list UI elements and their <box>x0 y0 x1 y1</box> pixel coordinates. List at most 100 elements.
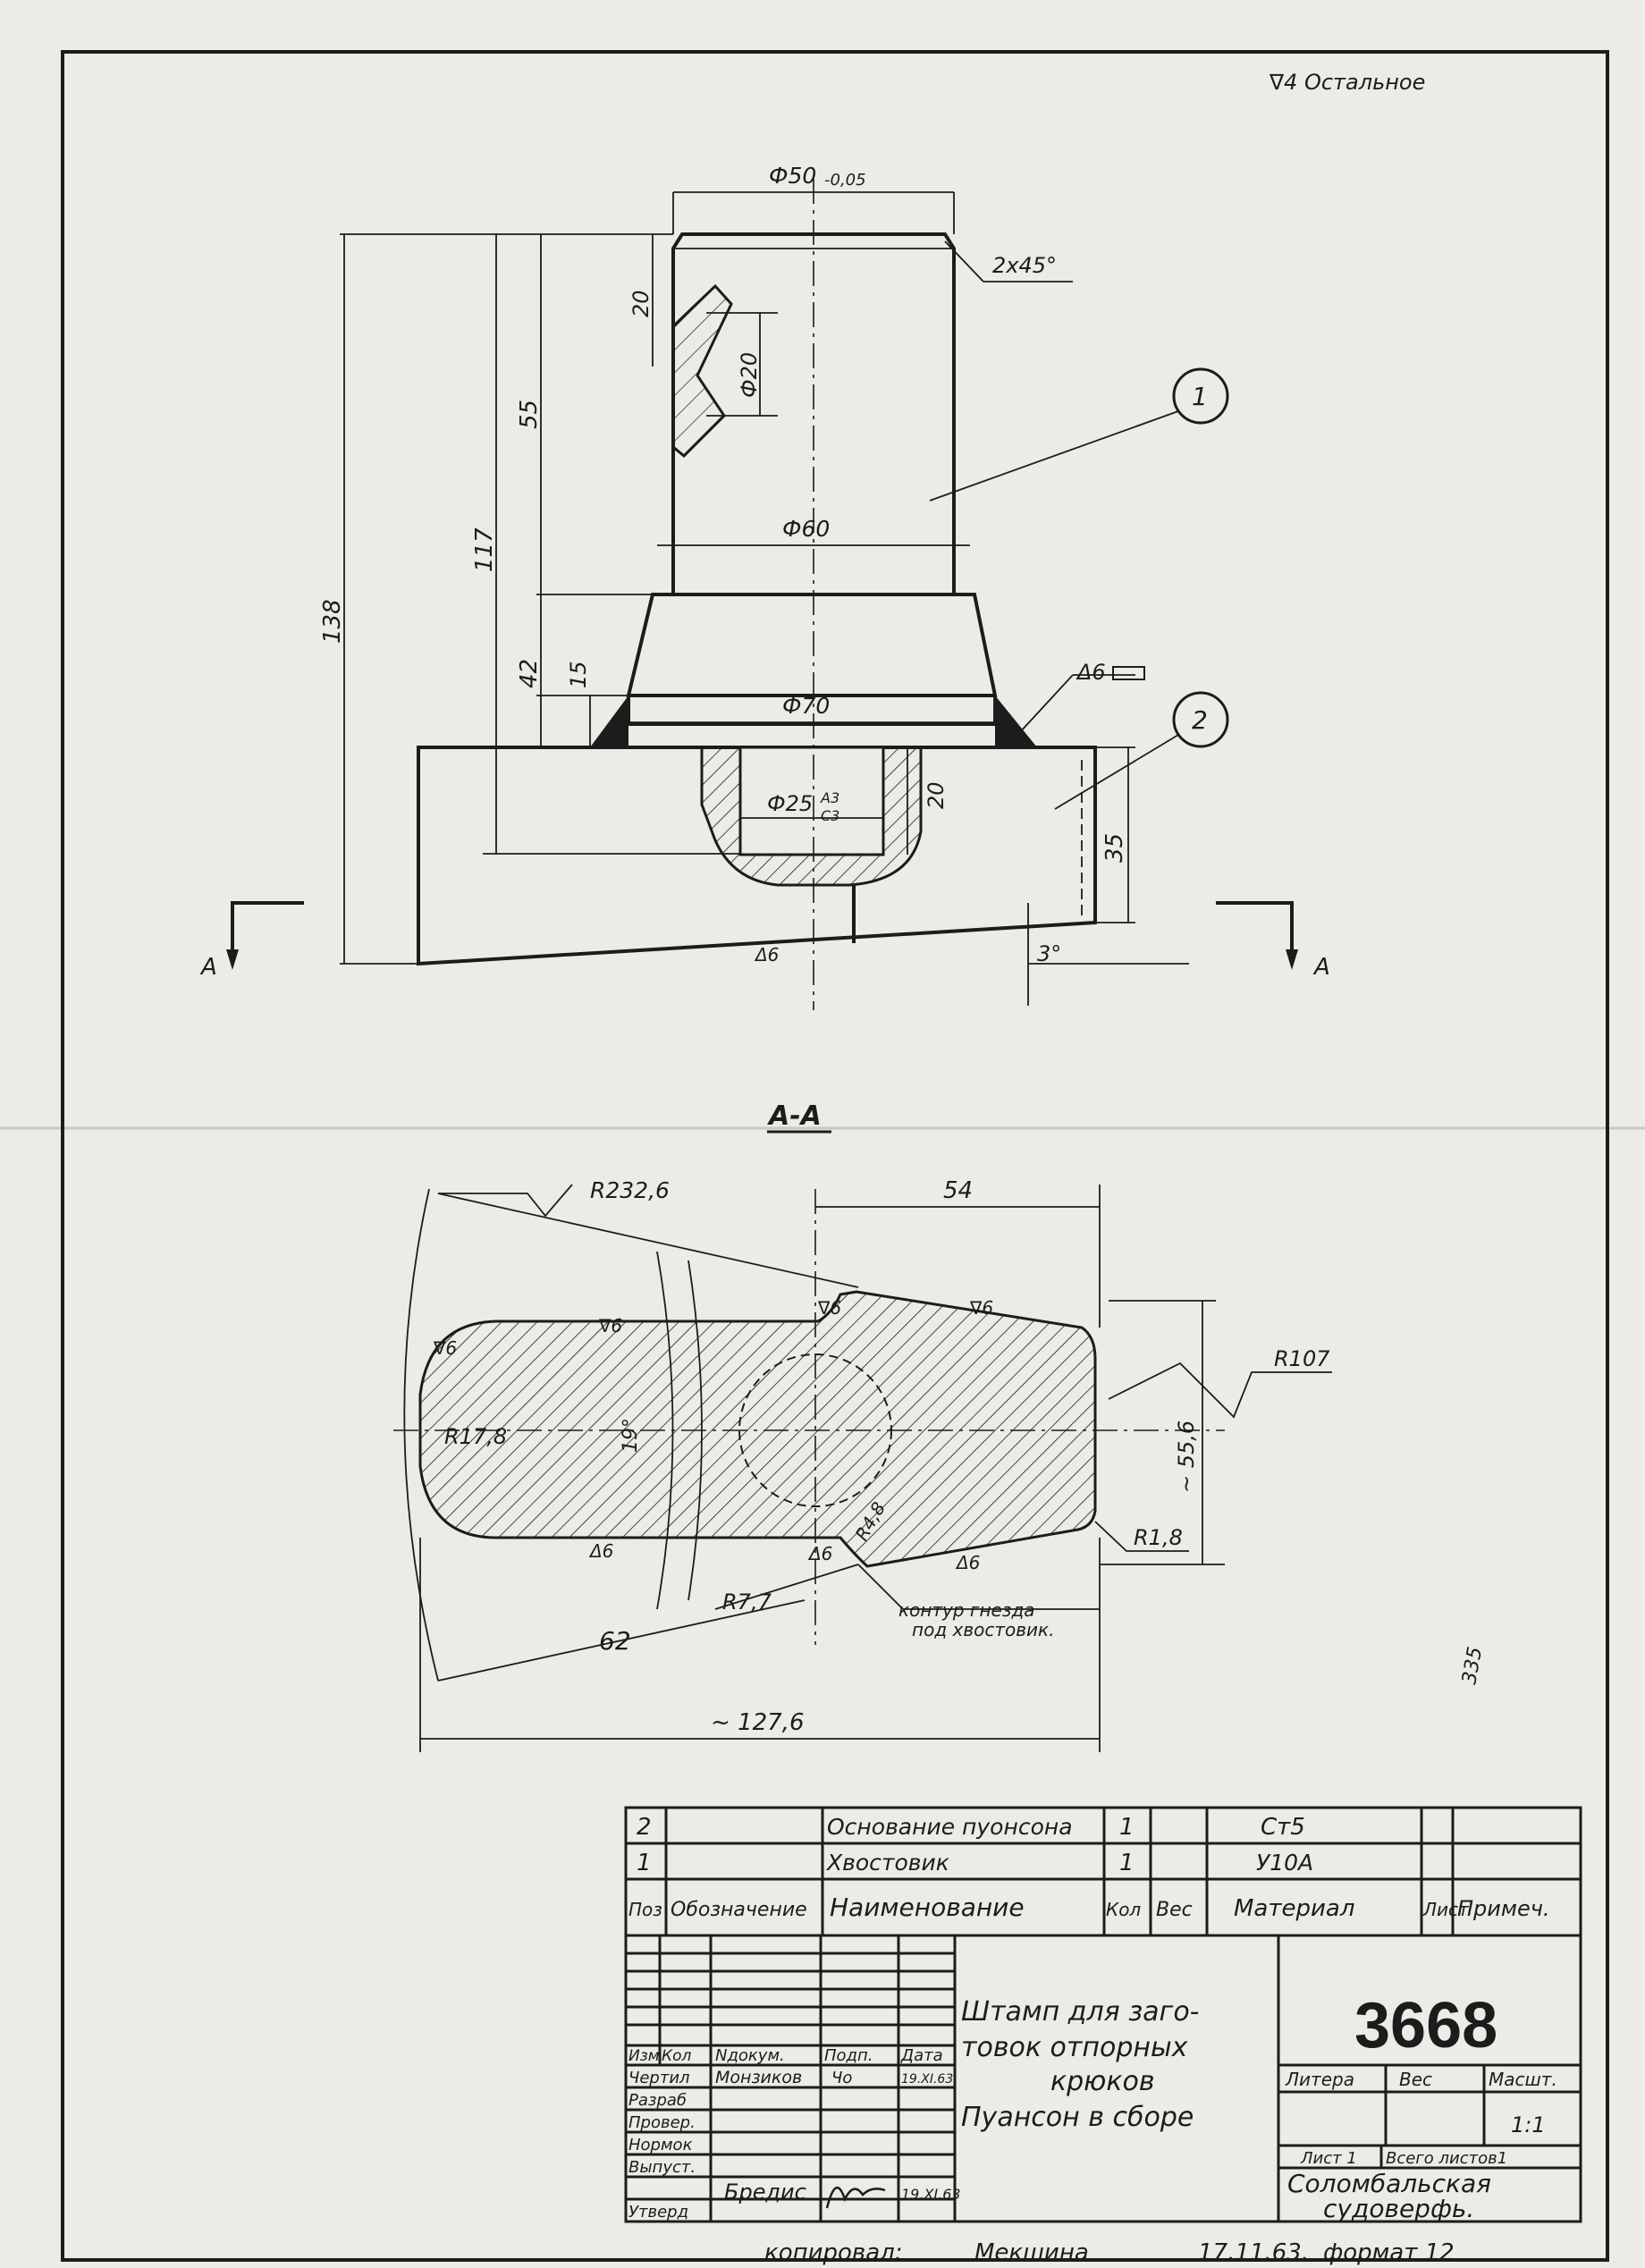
dim-fit-top: А3 <box>820 789 839 806</box>
col-data: Дата <box>900 2046 943 2065</box>
title-block <box>624 1934 1582 2223</box>
cone-flange <box>626 593 998 697</box>
spec-row2-material: Ст5 <box>1261 1814 1305 1841</box>
front-view <box>226 179 1298 1010</box>
col-podp: Подп. <box>824 2046 873 2065</box>
dim-r18: R1,8 <box>1134 1525 1183 1550</box>
dim-d70: Ф70 <box>782 693 830 719</box>
issuer-name: Бредис <box>724 2179 806 2205</box>
scale-value: 1:1 <box>1511 2112 1546 2137</box>
section-view <box>393 1184 1332 1752</box>
col-izm: Изм <box>628 2047 660 2065</box>
section-arrow-left <box>231 901 304 961</box>
socket-note-leader <box>857 1564 904 1610</box>
spec-head-designation: Обозначение <box>671 1899 807 1921</box>
drawing-number: 3668 <box>1354 1990 1497 2061</box>
footer-format: формат 12 <box>1323 2239 1455 2266</box>
groove-section <box>671 283 733 459</box>
spec-head-material: Материал <box>1234 1895 1354 1922</box>
section-arrow-right <box>1216 901 1294 961</box>
total-sheets: Всего листов1 <box>1386 2149 1507 2168</box>
leader-1-label: 1 <box>1192 382 1208 411</box>
dim-fit-bot: С3 <box>821 807 839 824</box>
dim-d25: Ф25 <box>767 791 813 816</box>
title-line-2: товок отпорных <box>961 2032 1188 2063</box>
section-body <box>418 1290 1097 1568</box>
rough-2: ∇6 <box>598 1315 622 1336</box>
spec-head-qty: Кол <box>1106 1899 1141 1920</box>
dim-chamfer: 2x45° <box>992 253 1057 278</box>
dim-rough-bottom: Δ6 <box>754 944 779 965</box>
dim-h138: 138 <box>319 599 346 644</box>
drafter-sign: Чо <box>831 2069 852 2087</box>
socket-note-1: контур гнезда <box>898 1599 1035 1621</box>
spec-head-name: Наименование <box>830 1893 1025 1922</box>
dim-h55: 55 <box>516 400 543 429</box>
issuer-date: 19.XI.63 <box>901 2186 961 2203</box>
leader-2-label: 2 <box>1192 705 1208 735</box>
spec-row2-pos: 2 <box>637 1814 652 1841</box>
weld-leader <box>1018 674 1074 734</box>
spec-row1-material: У10А <box>1256 1850 1313 1876</box>
dim-h117: 117 <box>471 527 498 572</box>
masht-label: Масшт. <box>1489 2069 1557 2090</box>
dim-h15: 15 <box>566 661 591 688</box>
section-mark-right: А <box>1312 954 1330 981</box>
dim-r107: R107 <box>1274 1346 1330 1371</box>
spec-head-pos: Поз <box>628 1899 662 1920</box>
spec-row1-name: Хвостовик <box>825 1850 949 1876</box>
dim-d60: Ф60 <box>782 516 830 542</box>
sheet-label: Лист 1 <box>1300 2149 1357 2168</box>
ves-label: Вес <box>1399 2069 1432 2090</box>
col-ndoc: Nдокум. <box>715 2046 785 2065</box>
title-line-3: крюков <box>1050 2066 1155 2097</box>
rough-7: Δ6 <box>955 1552 980 1573</box>
dim-h42: 42 <box>516 659 543 688</box>
drawing-frame <box>61 50 1609 2262</box>
rough-3: ∇6 <box>817 1297 841 1319</box>
role-prover: Провер. <box>628 2113 696 2132</box>
dim-r107-leader <box>1108 1362 1332 1419</box>
dim-h20-socket: 20 <box>924 781 949 809</box>
dim-r18-leader <box>1094 1521 1189 1552</box>
spec-head-note: Примеч. <box>1457 1896 1550 1921</box>
dim-angle: 3° <box>1037 941 1061 966</box>
role-vypust: Выпуст. <box>628 2158 696 2177</box>
footer-date: 17.11.63. <box>1198 2239 1309 2266</box>
rough-4: ∇6 <box>969 1297 993 1319</box>
spec-row1-qty: 1 <box>1119 1850 1135 1876</box>
leader-2-circle <box>1172 691 1229 748</box>
dim-weld: Δ6 <box>1076 660 1106 685</box>
spec-row1-pos: 1 <box>637 1850 652 1876</box>
col-kol: Кол <box>662 2047 691 2065</box>
leader-1-line <box>929 410 1179 502</box>
footer-copier: Мекшина <box>974 2239 1089 2266</box>
margin-note: 335 <box>1458 1645 1487 1686</box>
dim-r232: R232,6 <box>590 1177 670 1203</box>
drafter-date: 19.XI.63 <box>901 2072 953 2087</box>
dim-r77-line <box>714 1564 859 1610</box>
section-mark-left: А <box>199 954 217 981</box>
dim-62-line <box>437 1599 806 1682</box>
dim-r17: R17,8 <box>444 1424 507 1449</box>
rough-6: Δ6 <box>807 1543 832 1564</box>
weld-left <box>590 696 628 747</box>
dim-w54: 54 <box>943 1177 973 1204</box>
leader-2-line <box>1054 734 1179 810</box>
dim-r77: R7,7 <box>722 1589 772 1615</box>
dim-d20: Ф20 <box>737 352 762 398</box>
dim-r232-line <box>437 1193 859 1288</box>
dim-h35: 35 <box>1101 833 1128 863</box>
section-title: А-А <box>767 1100 822 1132</box>
spec-row2-name: Основание пуонсона <box>827 1814 1073 1840</box>
spec-row2-qty: 1 <box>1119 1814 1135 1841</box>
dim-h20-top: 20 <box>628 290 654 317</box>
drafter-name: Монзиков <box>715 2068 802 2087</box>
title-line-4: Пуансон в сборе <box>961 2102 1194 2133</box>
dim-ang19: 19° <box>620 1418 642 1453</box>
org-line-2: судоверфь. <box>1323 2194 1474 2223</box>
role-chertil: Чертил <box>628 2069 690 2087</box>
dim-d50: Ф50 <box>769 163 816 189</box>
rough-5: Δ6 <box>588 1540 613 1562</box>
chamfer-leader <box>944 240 984 282</box>
